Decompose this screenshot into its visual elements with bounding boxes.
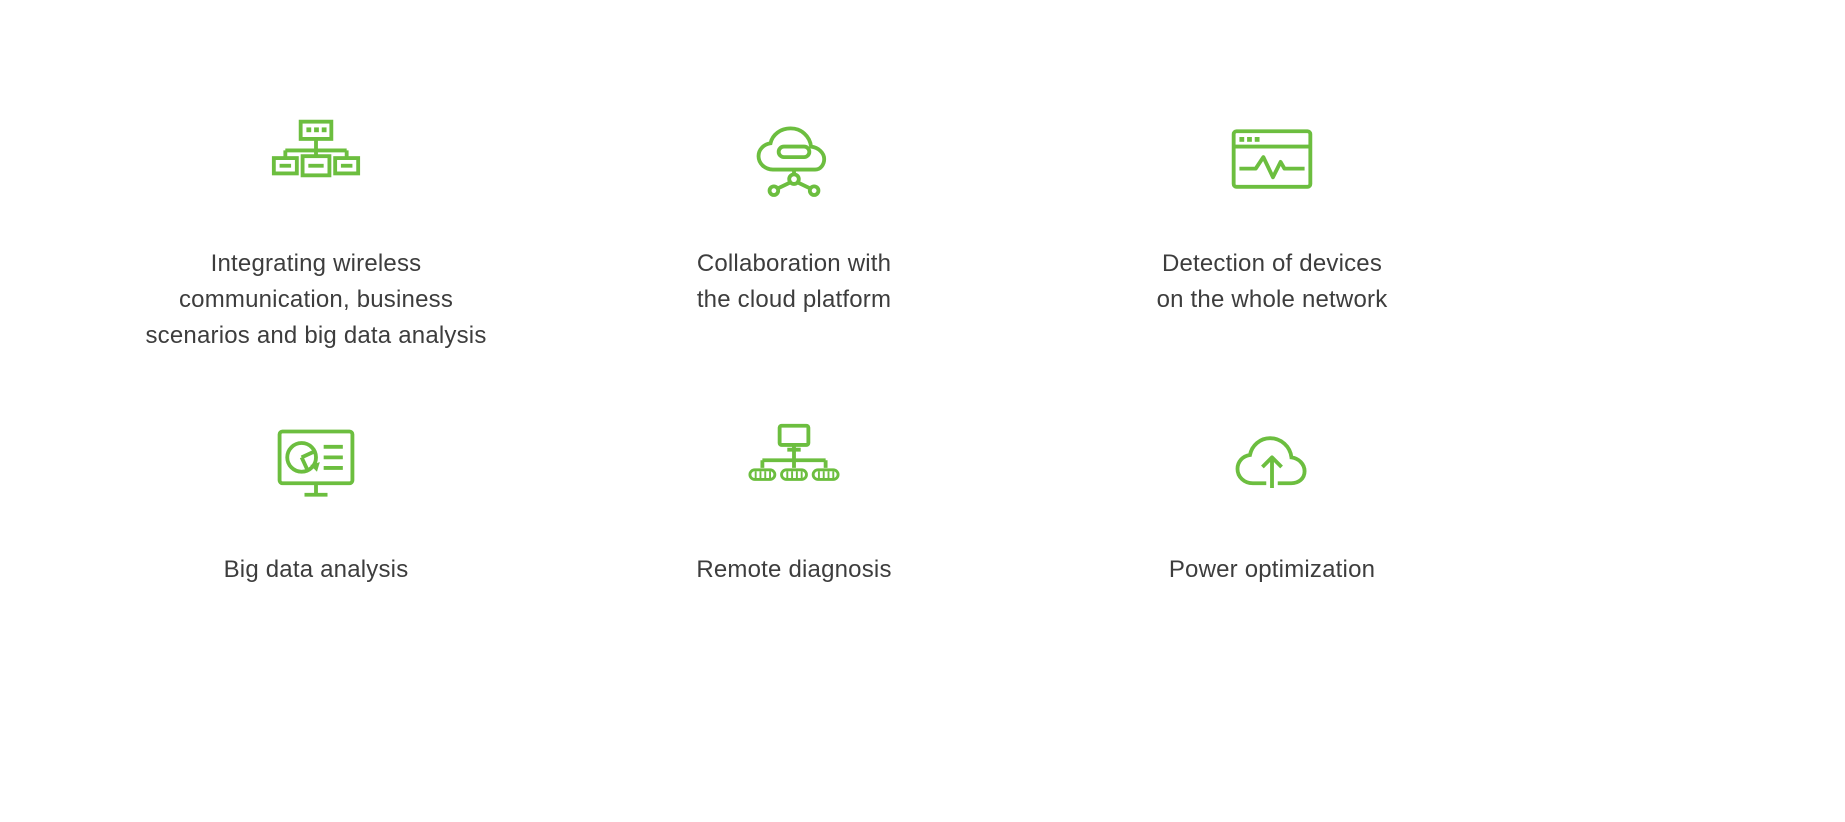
feature-label: Remote diagnosis	[696, 556, 892, 583]
cloud-upload-icon	[1222, 418, 1322, 514]
feature-card-device-detection: Detection of devices on the whole networ…	[1033, 112, 1511, 354]
feature-card-big-data: Big data analysis	[77, 418, 555, 588]
feature-card-power-optimization: Power optimization	[1033, 418, 1511, 588]
features-grid: Integrating wireless communication, busi…	[77, 0, 1511, 588]
feature-label: Collaboration with the cloud platform	[696, 250, 892, 313]
feature-card-remote-diagnosis: Remote diagnosis	[555, 418, 1033, 588]
network-hierarchy-icon	[266, 112, 366, 208]
feature-label: Integrating wireless communication, busi…	[145, 250, 487, 349]
feature-card-cloud-platform: Collaboration with the cloud platform	[555, 112, 1033, 354]
feature-label: Big data analysis	[223, 556, 409, 583]
feature-card-integration: Integrating wireless communication, busi…	[77, 112, 555, 354]
device-detection-monitor-icon	[1222, 112, 1322, 208]
feature-label: Power optimization	[1168, 556, 1376, 583]
cloud-platform-icon	[744, 112, 844, 208]
big-data-analysis-icon	[266, 418, 366, 514]
feature-label: Detection of devices on the whole networ…	[1156, 250, 1388, 313]
remote-diagnosis-icon	[744, 418, 844, 514]
